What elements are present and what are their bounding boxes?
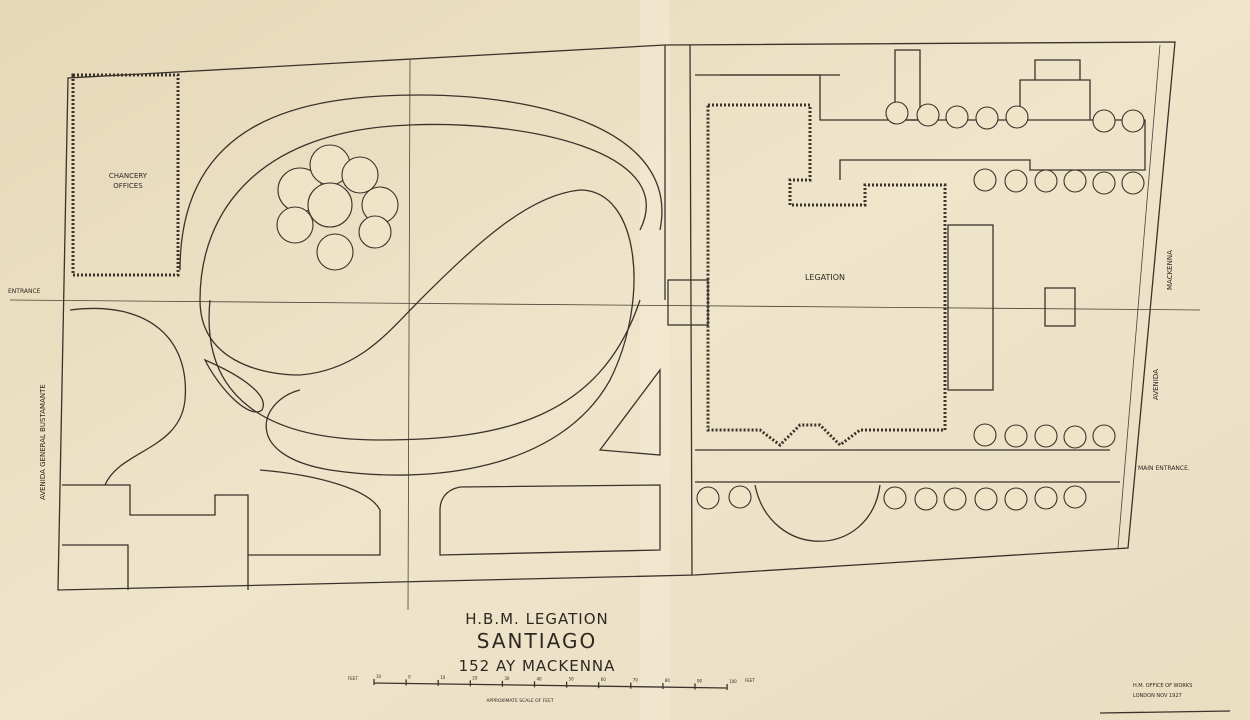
large-tree: [276, 144, 399, 271]
scale-tick-label: 70: [633, 678, 639, 683]
scale-tick-label: 10: [376, 674, 382, 679]
avenida-mackenna-label-2: MACKENNA: [1166, 250, 1174, 290]
scale-tick-label: 80: [665, 678, 671, 683]
avenida-mackenna-label-1: AVENIDA: [1152, 369, 1160, 400]
chancery-label-1: CHANCERY: [109, 172, 148, 180]
carriage-drive: [179, 94, 663, 271]
scale-tick-label: 20: [472, 675, 478, 680]
title-line-2: SANTIAGO: [477, 629, 597, 653]
scale-tick-label: 40: [537, 676, 543, 681]
title-line-1: H.B.M. LEGATION: [465, 610, 609, 628]
scale-caption: APPROXIMATE SCALE OF FEET: [486, 698, 554, 704]
main-entrance-label: MAIN ENTRANCE.: [1138, 465, 1190, 472]
chancery-offices-building: [71, 73, 180, 277]
axis-horizontal: [9, 299, 1201, 311]
tree-rows: [696, 101, 1145, 511]
scale-tick-label: 0: [408, 674, 411, 679]
site-boundary: [57, 41, 1176, 591]
credit-line-1: H.M. OFFICE OF WORKS: [1133, 683, 1192, 689]
legation-label: LEGATION: [805, 273, 845, 282]
legation-building: [706, 103, 947, 447]
credit-line-2: LONDON NOV 1927: [1133, 693, 1182, 699]
scale-tick-label: 10: [440, 675, 446, 680]
scale-tick-label: 50: [569, 677, 575, 682]
scale-tick-label: 30: [504, 676, 510, 681]
entrance-label: ENTRANCE: [8, 288, 41, 295]
scale-tick-label: 60: [601, 677, 607, 682]
scale-end-label: FEET: [745, 678, 755, 683]
axis-vertical: [407, 59, 411, 611]
chancery-label-2: OFFICES: [113, 182, 143, 190]
scale-tick-label: 90: [697, 679, 703, 684]
title-line-3: 152 AY MACKENNA: [459, 657, 616, 675]
avenida-bustamante-label: AVENIDA GENERAL BUSTAMANTE: [39, 384, 47, 500]
scale-tick-label: 100: [729, 679, 737, 684]
scale-start-label: FEET: [348, 676, 358, 681]
